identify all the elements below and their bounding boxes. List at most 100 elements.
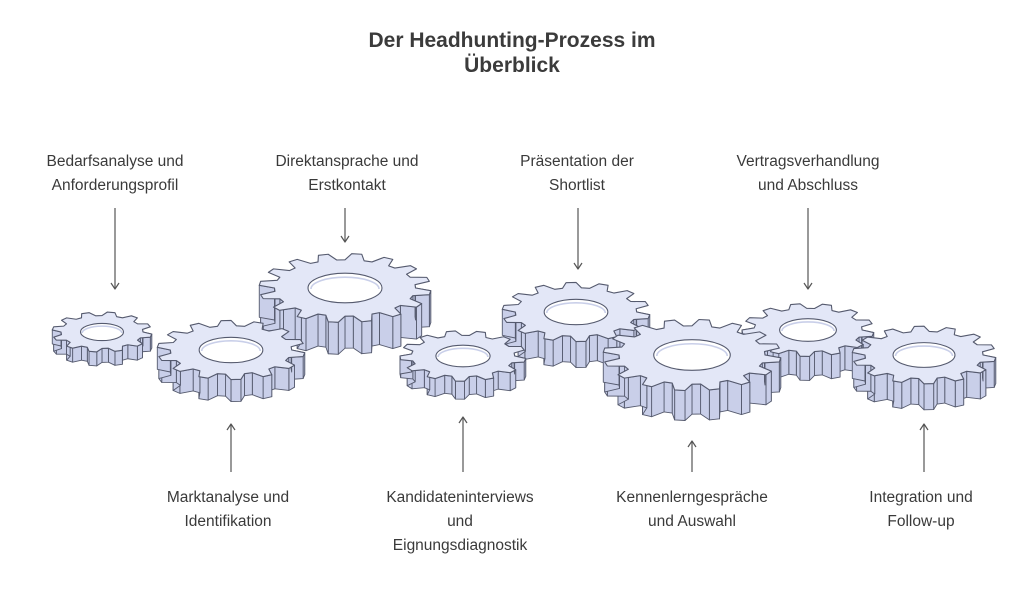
gear-hole bbox=[198, 336, 264, 364]
step-label-line: Direktansprache und bbox=[275, 153, 419, 170]
gear-side bbox=[936, 376, 946, 405]
title-line-1: Der Headhunting-Prozess im bbox=[368, 29, 656, 52]
arrow-head-icon bbox=[573, 262, 583, 270]
arrow-head-icon bbox=[110, 282, 120, 290]
gear-chain bbox=[51, 253, 997, 421]
gear-side bbox=[589, 334, 598, 363]
step-label-line: Marktanalyse und bbox=[166, 489, 290, 506]
gear-side bbox=[562, 335, 572, 363]
step-label-line: Erstkontakt bbox=[308, 177, 386, 194]
gear-side bbox=[954, 378, 965, 408]
gear-hole-inner bbox=[310, 276, 380, 290]
arrow-head-icon bbox=[458, 416, 468, 424]
step-label-line: Präsentation der bbox=[520, 153, 634, 170]
step-label-line: Bedarfsanalyse und bbox=[46, 153, 184, 170]
gear-side bbox=[444, 374, 453, 395]
gear-hole bbox=[779, 318, 837, 342]
step-label-line: Follow-up bbox=[887, 513, 955, 530]
gear-side bbox=[317, 313, 327, 348]
connector-arrow bbox=[573, 208, 583, 270]
step-label-line: und Abschluss bbox=[758, 177, 858, 194]
gear-side bbox=[727, 380, 742, 416]
gear-side bbox=[944, 376, 956, 408]
gear-hole-inner bbox=[200, 340, 262, 352]
gear-icon bbox=[156, 319, 306, 403]
gear-side bbox=[392, 313, 402, 350]
step-label-line: Anforderungsprofil bbox=[51, 177, 179, 194]
gear-side bbox=[127, 344, 138, 361]
connector-arrow bbox=[919, 423, 929, 472]
gear-side bbox=[851, 351, 866, 382]
gear-hole-inner bbox=[545, 302, 607, 314]
gear-side bbox=[101, 347, 109, 363]
step-label-vertragsverhandlung: Vertragsverhandlung und Abschluss bbox=[703, 150, 913, 198]
gear-side bbox=[217, 373, 227, 397]
gear-side bbox=[575, 340, 587, 369]
gear-side bbox=[454, 380, 465, 400]
gear-hole bbox=[435, 344, 491, 368]
gear-side bbox=[966, 370, 981, 400]
gear-side bbox=[691, 383, 702, 415]
gear-side bbox=[352, 315, 363, 355]
gear-hole-inner bbox=[81, 325, 123, 334]
step-label-line: Vertragsverhandlung bbox=[736, 153, 880, 170]
gear-side bbox=[788, 349, 797, 376]
gear-icon bbox=[258, 253, 432, 355]
gear-side bbox=[674, 389, 686, 421]
step-label-line: und bbox=[447, 513, 473, 530]
connector-arrow bbox=[803, 208, 813, 290]
gear-side bbox=[344, 315, 354, 349]
gear-side bbox=[873, 373, 888, 403]
gear-side bbox=[799, 355, 811, 381]
gear-side bbox=[114, 349, 123, 366]
gear-side bbox=[230, 378, 242, 403]
gear-side bbox=[305, 313, 319, 352]
connector-arrow bbox=[340, 208, 350, 243]
gear-side bbox=[244, 372, 253, 397]
gear-hole-inner bbox=[655, 343, 729, 357]
arrow-head-icon bbox=[687, 440, 697, 448]
gear-side bbox=[484, 377, 495, 399]
gear-icon bbox=[602, 318, 782, 421]
gear-side bbox=[468, 375, 478, 395]
gear-side bbox=[72, 345, 82, 363]
step-label-line: Shortlist bbox=[549, 177, 605, 194]
step-label-direktansprache: Direktansprache und Erstkontakt bbox=[242, 150, 452, 198]
gear-side bbox=[192, 368, 201, 394]
gear-hole-inner bbox=[781, 321, 835, 332]
gear-hole-inner bbox=[894, 345, 954, 357]
step-label-bedarfsanalyse: Bedarfsanalyse und Anforderungsprofil bbox=[10, 150, 220, 198]
gear-side bbox=[122, 344, 129, 361]
gear-side bbox=[497, 370, 511, 392]
gear-side bbox=[179, 368, 194, 394]
gear-side bbox=[821, 350, 832, 380]
gear-side bbox=[258, 284, 275, 321]
gear-side bbox=[886, 373, 895, 402]
gear-side bbox=[399, 305, 417, 340]
gear-side bbox=[719, 380, 729, 413]
gear-side bbox=[552, 335, 563, 367]
step-label-kandidateninterviews: Kandidateninterviews und Eignungsdiagnos… bbox=[355, 486, 565, 558]
gear-side bbox=[81, 345, 88, 362]
gear-side bbox=[663, 381, 673, 414]
arrow-head-icon bbox=[226, 423, 236, 431]
step-label-integration: Integration und Follow-up bbox=[816, 486, 1024, 534]
gear-icon bbox=[399, 330, 527, 400]
connector-arrow bbox=[110, 208, 120, 290]
gear-side bbox=[88, 350, 98, 367]
gear-side bbox=[501, 308, 516, 339]
arrow-head-icon bbox=[803, 282, 813, 290]
gear-side bbox=[910, 377, 920, 405]
step-label-line: und Auswahl bbox=[648, 513, 736, 530]
arrow-head-icon bbox=[340, 235, 350, 243]
page-title: Der Headhunting-Prozess im Überblick bbox=[262, 28, 762, 78]
step-label-line: Kennenlerngespräche bbox=[616, 489, 768, 506]
connector-arrow bbox=[687, 440, 697, 472]
gear-side bbox=[901, 377, 912, 409]
step-label-kennenlerngespraeche: Kennenlerngespräche und Auswahl bbox=[587, 486, 797, 534]
step-label-line: Eignungsdiagnostik bbox=[392, 537, 528, 554]
step-label-line: Kandidateninterviews bbox=[386, 489, 534, 506]
gear-icon bbox=[851, 325, 997, 411]
title-line-2: Überblick bbox=[464, 54, 560, 77]
